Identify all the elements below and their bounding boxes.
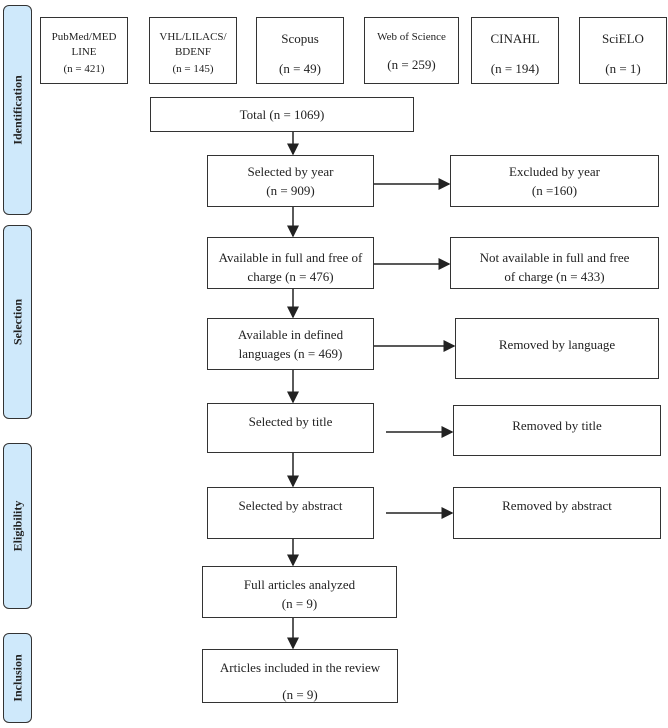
selected-by-title-box: Selected by title bbox=[207, 403, 374, 453]
stage-identification: Identification bbox=[3, 5, 32, 215]
selected-by-year-box: Selected by year(n = 909) bbox=[207, 155, 374, 207]
source-scopus: Scopus(n = 49) bbox=[256, 17, 344, 84]
source-pubmed: PubMed/MED LINE(n = 421) bbox=[40, 17, 128, 84]
source-cinahl: CINAHL(n = 194) bbox=[471, 17, 559, 84]
stage-selection: Selection bbox=[3, 225, 32, 419]
removed-by-language-box: Removed by language bbox=[455, 318, 659, 379]
source-vhl: VHL/LILACS/ BDENF(n = 145) bbox=[149, 17, 237, 84]
total-box: Total (n = 1069) bbox=[150, 97, 414, 132]
stage-eligibility: Eligibility bbox=[3, 443, 32, 609]
source-scielo: SciELO(n = 1) bbox=[579, 17, 667, 84]
selected-by-abstract-box: Selected by abstract bbox=[207, 487, 374, 539]
stage-inclusion: Inclusion bbox=[3, 633, 32, 723]
full-articles-box: Full articles analyzed(n = 9) bbox=[202, 566, 397, 618]
included-articles-box: Articles included in the review(n = 9) bbox=[202, 649, 398, 703]
source-web-of-science: Web of Science(n = 259) bbox=[364, 17, 459, 84]
excluded-by-year-box: Excluded by year(n =160) bbox=[450, 155, 659, 207]
removed-by-abstract-box: Removed by abstract bbox=[453, 487, 661, 539]
removed-by-title-box: Removed by title bbox=[453, 405, 661, 456]
